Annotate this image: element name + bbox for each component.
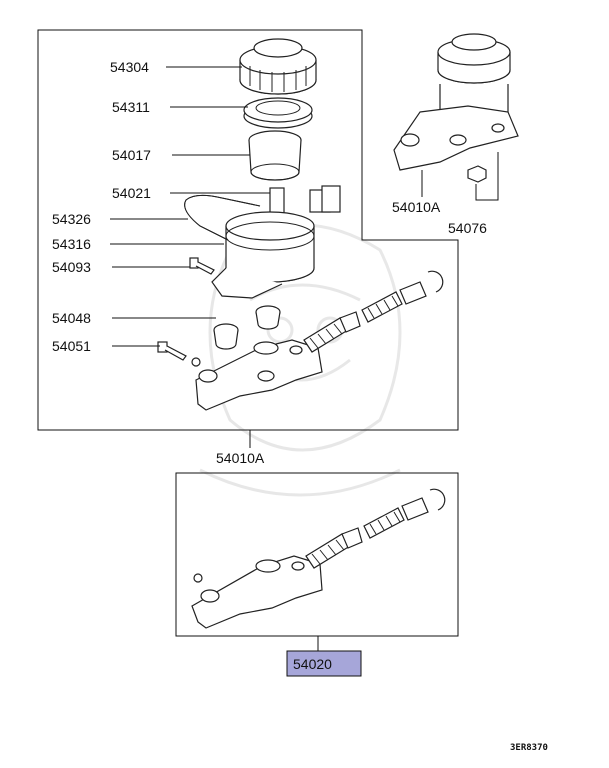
part-54311-ring[interactable]	[243, 97, 313, 129]
highlight-box-54020	[286, 650, 362, 677]
part-piston-set-kit[interactable]	[305, 488, 446, 569]
label-54021: 54021	[112, 185, 151, 201]
label-54010a-main: 54010A	[216, 450, 265, 466]
label-54304: 54304	[110, 59, 149, 75]
label-54020: 54020	[293, 656, 332, 672]
label-54051: 54051	[52, 338, 91, 354]
label-54326: 54326	[52, 211, 91, 227]
part-54076-nut[interactable]	[467, 165, 487, 183]
main-assembly-frame	[37, 29, 459, 431]
label-54311: 54311	[112, 99, 150, 115]
part-54093-bolt[interactable]	[189, 257, 215, 275]
part-54048-grommet[interactable]	[213, 305, 281, 350]
label-54076: 54076	[448, 220, 487, 236]
part-54010a-assembled-view[interactable]	[393, 33, 519, 171]
part-54316-reservoir[interactable]	[211, 185, 341, 299]
part-54010a-cylinder-body[interactable]	[195, 339, 323, 411]
part-piston-set-main[interactable]	[303, 270, 444, 353]
part-54051-bolt[interactable]	[157, 341, 201, 367]
diagram-code: 3ER8370	[510, 743, 548, 753]
kit-frame	[175, 472, 459, 637]
label-54316: 54316	[52, 236, 91, 252]
part-54017-strainer[interactable]	[248, 130, 302, 181]
label-54017: 54017	[112, 147, 151, 163]
part-54020-kit-body[interactable]	[191, 555, 323, 629]
label-54010a-inset: 54010A	[392, 199, 441, 215]
part-54304-cap[interactable]	[239, 38, 317, 95]
label-54093: 54093	[52, 259, 91, 275]
label-54048: 54048	[52, 310, 91, 326]
